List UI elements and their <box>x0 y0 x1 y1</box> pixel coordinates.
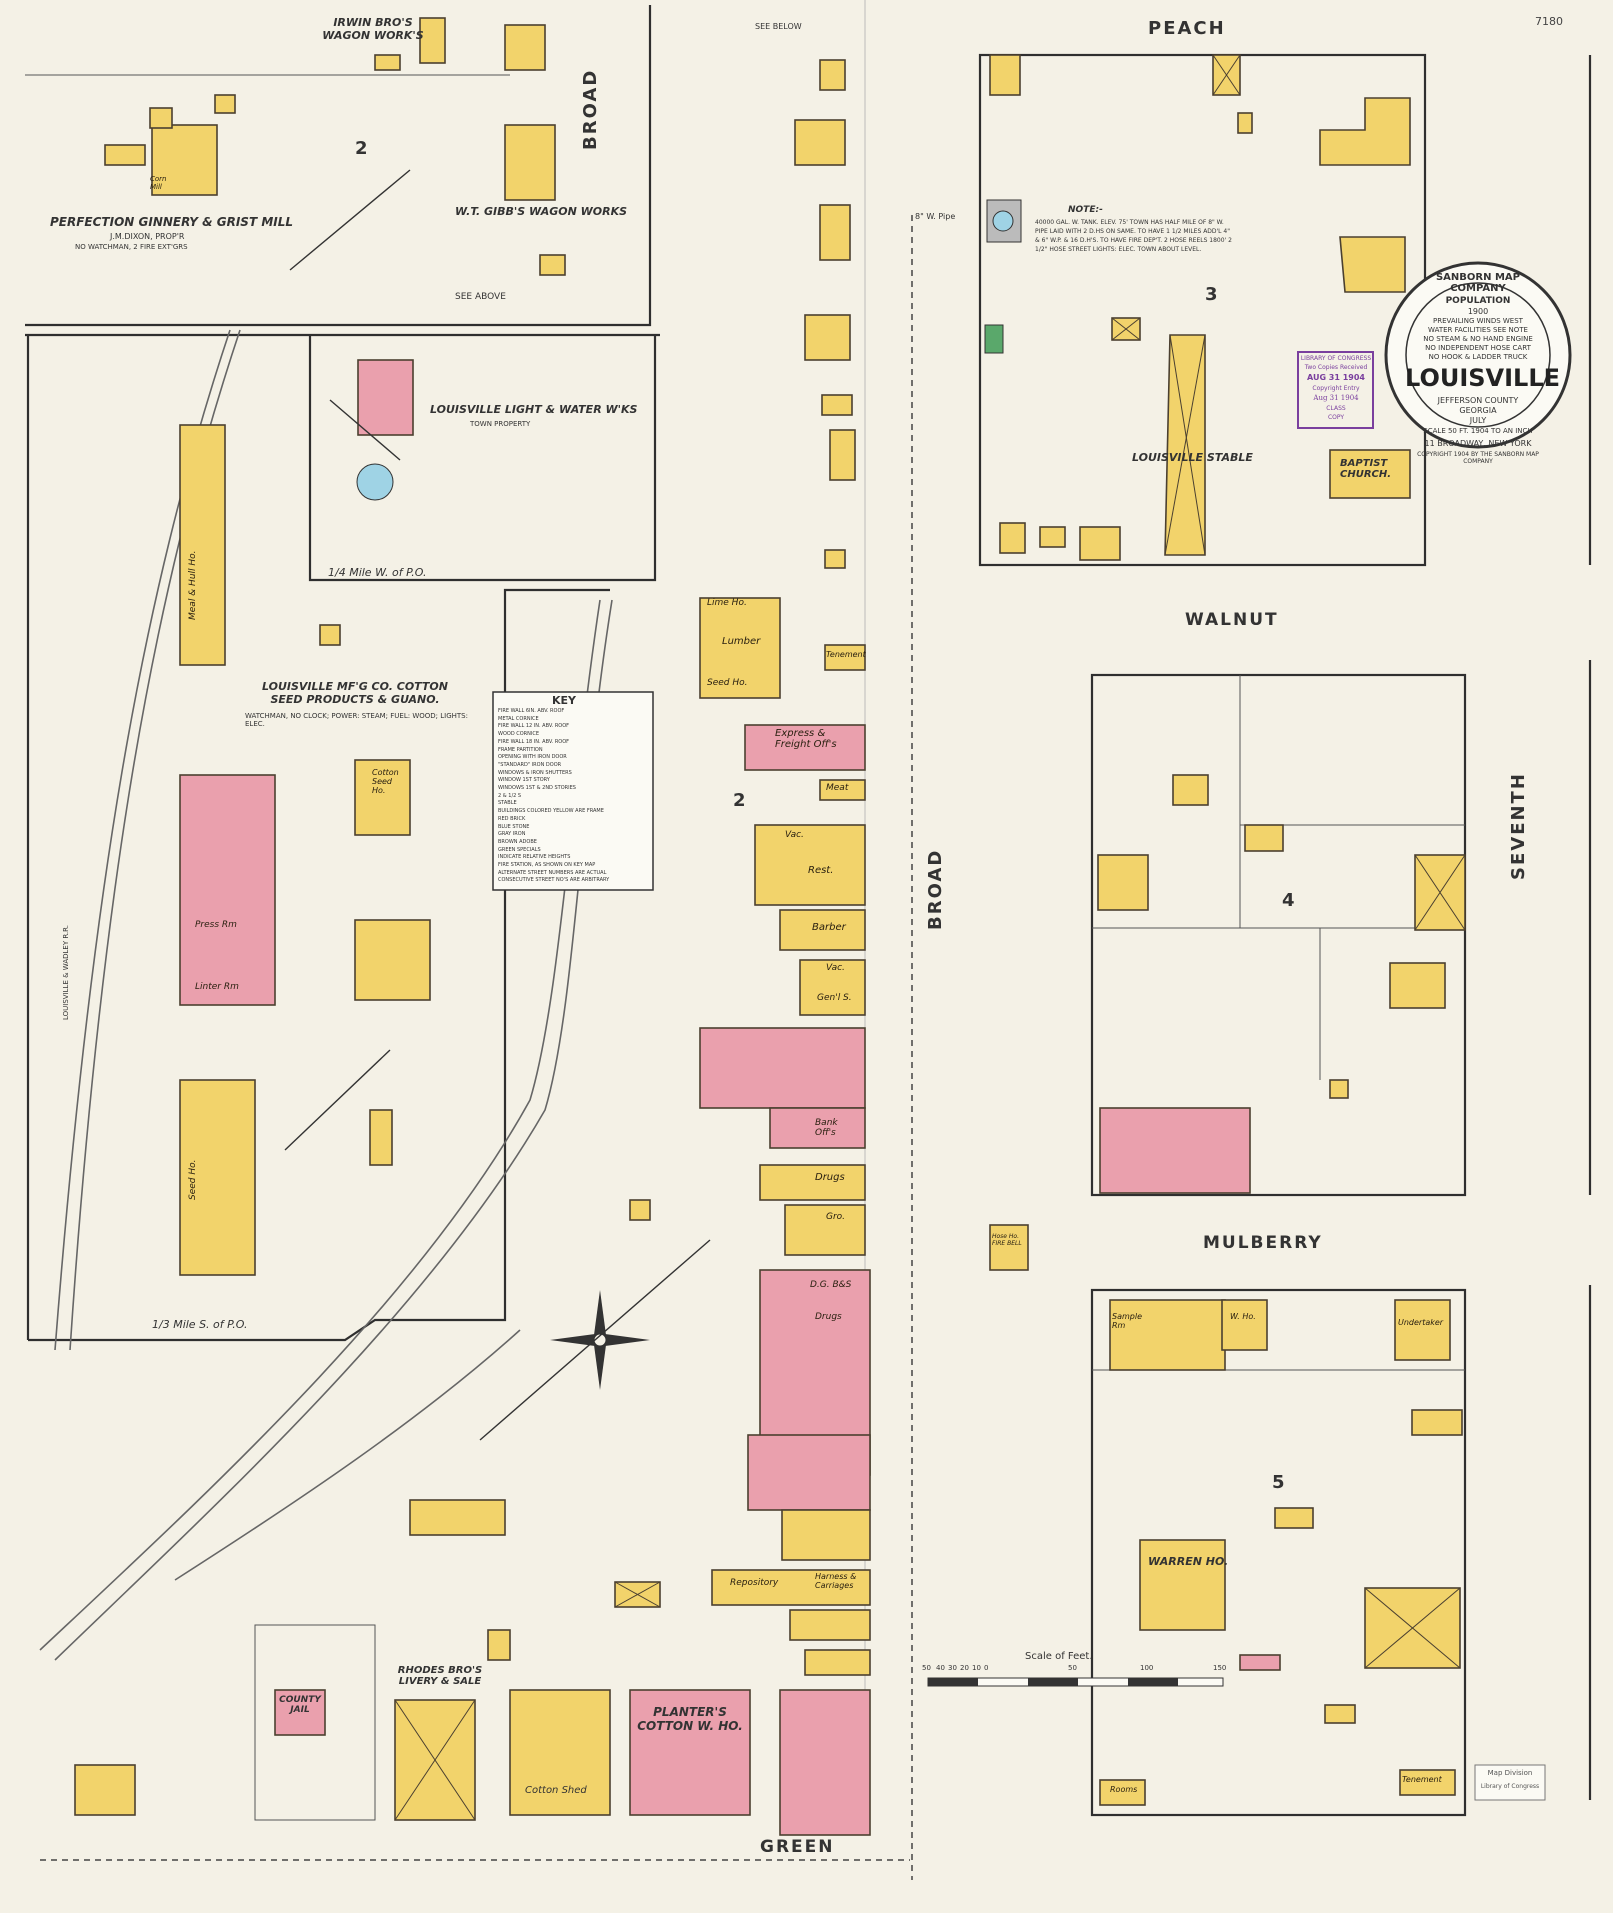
restaurant <box>754 824 866 906</box>
general-store <box>799 959 866 1016</box>
dwelling <box>1339 236 1406 293</box>
cotton-seed-house <box>354 759 411 836</box>
ginnery <box>151 124 218 196</box>
north-arrow <box>284 1049 391 1151</box>
meat-market <box>819 779 866 801</box>
north-arrow <box>289 169 411 271</box>
mfg-block-boundary <box>28 588 610 1342</box>
gibbs-wagon-works <box>504 124 556 201</box>
compass-rose <box>479 1239 711 1441</box>
vacant-store <box>781 1509 871 1561</box>
mill-buildings <box>179 774 276 1006</box>
restaurant <box>821 394 853 416</box>
pumping-station <box>357 359 414 436</box>
scale-bar <box>927 1677 1224 1687</box>
railroad-spur <box>174 1329 521 1581</box>
dwelling <box>1097 854 1149 911</box>
block-boundary <box>25 5 652 327</box>
general-store <box>1099 1107 1251 1194</box>
water-tank <box>992 210 1014 232</box>
map-division-stamp <box>1474 1764 1546 1801</box>
planters-cotton-warehouse <box>629 1689 751 1816</box>
block-4-boundary <box>1090 673 1467 1197</box>
warehouse <box>409 1499 506 1536</box>
water-works-boundary <box>308 335 657 582</box>
wagon-works <box>504 24 546 71</box>
block-5-boundary <box>1090 1288 1467 1817</box>
express-freight-office <box>744 724 866 771</box>
county-jail <box>274 1689 326 1736</box>
library-of-congress-stamp <box>1297 351 1374 429</box>
map-key <box>492 691 654 891</box>
hose-house <box>989 1224 1029 1271</box>
dwelling <box>1319 97 1411 166</box>
meal-and-hull-house <box>179 424 226 666</box>
gin-house <box>354 919 431 1001</box>
general-store-brick <box>699 1027 866 1109</box>
baptist-church <box>1329 449 1411 499</box>
lumber-shed <box>699 597 781 699</box>
reservoir <box>356 463 394 501</box>
dwelling <box>1389 962 1446 1009</box>
undertaker <box>1394 1299 1451 1361</box>
seed-house <box>179 1079 256 1276</box>
drugs <box>759 1164 866 1201</box>
grocery <box>784 1204 866 1256</box>
blacksmith-shop <box>984 324 1004 354</box>
barber-shop <box>779 909 866 951</box>
dwelling <box>989 54 1021 96</box>
repository <box>711 1569 871 1606</box>
cotton-shed <box>509 1689 611 1816</box>
sanborn-cartouche <box>1384 261 1572 449</box>
tenement <box>1399 1769 1456 1796</box>
warren-house <box>1139 1539 1226 1631</box>
general-store-brick <box>747 1434 871 1511</box>
bank-and-general-store <box>779 1689 871 1836</box>
dwelling <box>794 119 846 166</box>
bank-offices <box>769 1107 866 1149</box>
north-arrow <box>329 399 401 461</box>
sample-room <box>1109 1299 1226 1371</box>
tenement <box>824 644 866 671</box>
